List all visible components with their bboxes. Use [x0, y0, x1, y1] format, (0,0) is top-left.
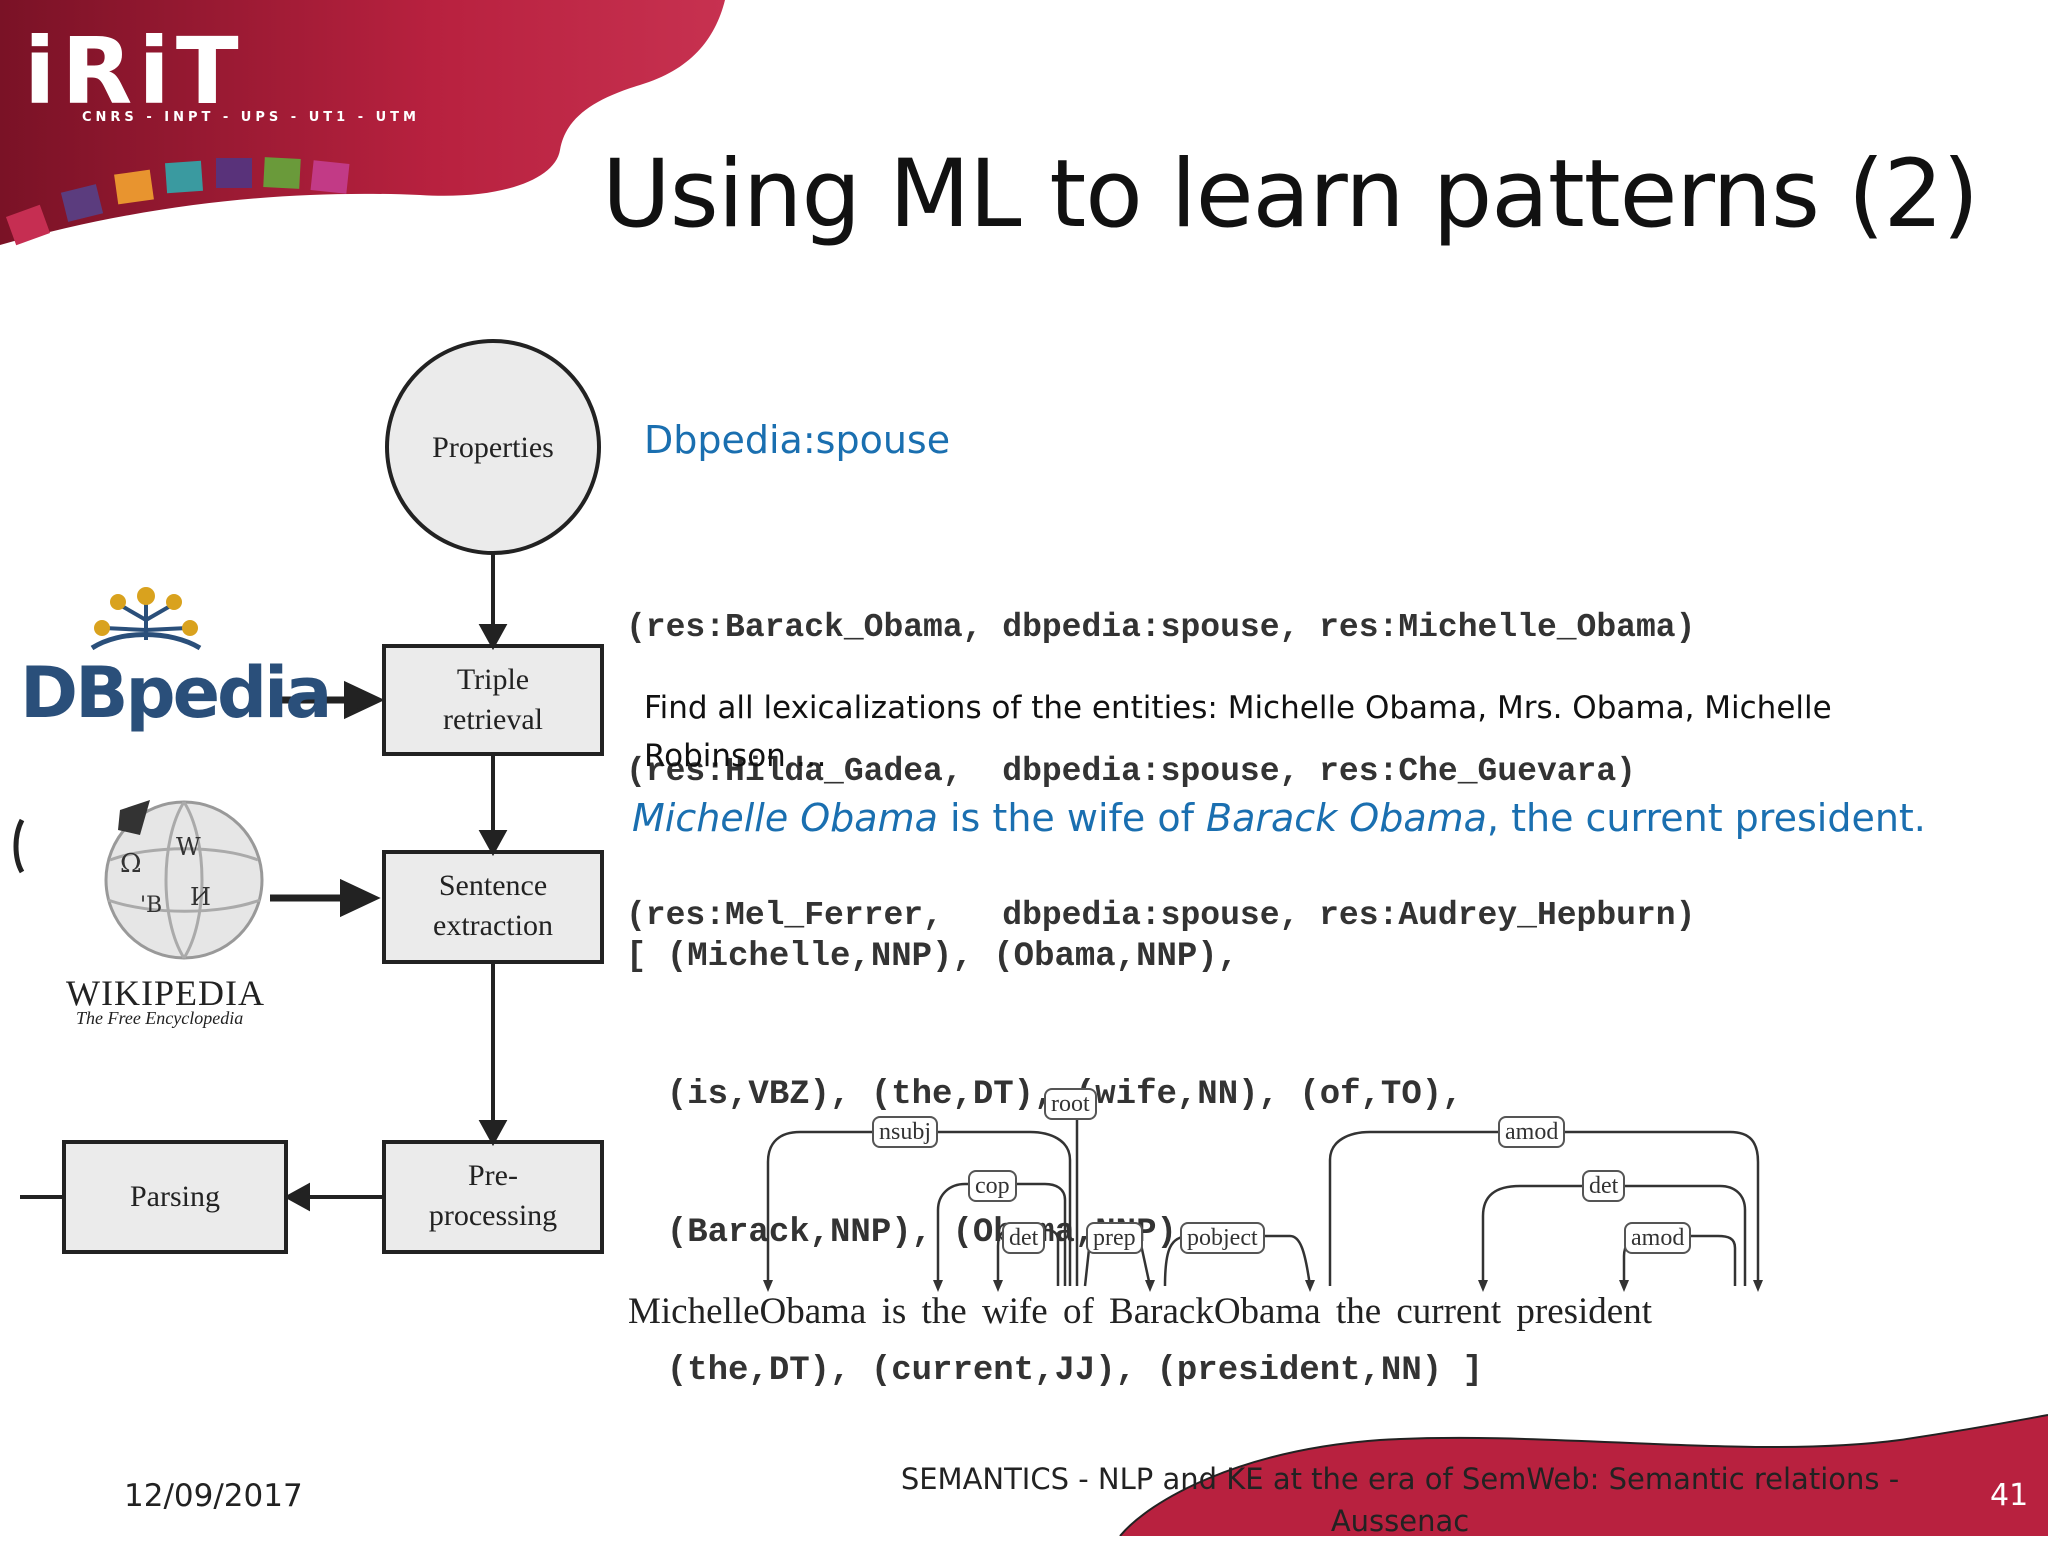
footer-date: 12/09/2017: [124, 1478, 303, 1514]
dbpedia-logo-icon: [90, 587, 202, 651]
sentence-entity1: Michelle Obama: [632, 796, 938, 840]
pos-line: [ (Michelle,NNP), (Obama,NNP),: [626, 938, 1239, 976]
property-heading: Dbpedia:spouse: [644, 418, 951, 462]
irit-logo: iRiT: [24, 18, 245, 125]
parsing-label: Parsing: [130, 1180, 220, 1213]
slide-title: Using ML to learn patterns (2): [601, 140, 1979, 249]
triple-line: (res:Hilda_Gadea, dbpedia:spouse, res:Ch…: [626, 753, 1636, 790]
irit-logo-subtitle: CNRS - INPT - UPS - UT1 - UTM: [82, 110, 420, 125]
lexicalization-text: Find all lexicalizations of the entities…: [644, 690, 1832, 774]
preprocessing-line1: Pre-: [468, 1159, 518, 1192]
sentence-extraction-line1: Sentence: [438, 869, 548, 902]
sentence-extraction-node: [382, 850, 604, 964]
flowchart: [62, 339, 604, 1254]
sentence-extraction-label: Sentence extraction: [384, 866, 602, 946]
sentence-entity2: Barack Obama: [1206, 796, 1487, 840]
dep-label-amod: amod: [1498, 1116, 1566, 1148]
footer-title: SEMANTICS - NLP and KE at the era of Sem…: [840, 1458, 1960, 1542]
pos-line: (Barack,NNP), (Obama,NNP),: [626, 1214, 1198, 1252]
parsing-node: [62, 1140, 288, 1254]
sentence-extraction-line2: extraction: [433, 909, 553, 942]
sentence-end: , the current president.: [1486, 796, 1926, 840]
preprocessing-label: Pre- processing: [384, 1156, 602, 1236]
triple-line: (res:Mel_Ferrer, dbpedia:spouse, res:Aud…: [626, 897, 1696, 934]
example-sentence: Michelle Obama is the wife of Barack Oba…: [632, 796, 1926, 840]
pos-tags: [ (Michelle,NNP), (Obama,NNP), (is,VBZ),…: [626, 842, 1483, 1440]
dep-label-pobject: pobject: [1180, 1222, 1265, 1254]
color-squares-icon: [5, 157, 350, 246]
footer-title-line2: Aussenac: [1330, 1504, 1470, 1538]
triple-retrieval-label: Triple retrieval: [384, 660, 602, 740]
dep-label-amod: amod: [1624, 1222, 1692, 1254]
preprocessing-node: [382, 1140, 604, 1254]
pos-line: (the,DT), (current,JJ), (president,NN) ]: [626, 1352, 1483, 1390]
dependency-arrowheads: [763, 1280, 1763, 1292]
dep-label-det: det: [1582, 1170, 1626, 1202]
triples-list: (res:Barack_Obama, dbpedia:spouse, res:M…: [626, 508, 1695, 988]
wikipedia-logo: WIKIPEDIA: [66, 973, 265, 1013]
sentence-middle: is the wife of: [937, 796, 1207, 840]
wikipedia-tagline: The Free Encyclopedia: [76, 1008, 244, 1028]
page-number: 41: [1990, 1478, 2029, 1513]
triple-retrieval-line2: retrieval: [443, 703, 543, 736]
svg-text:Ω: Ω: [120, 849, 142, 879]
triple-line: (res:Barack_Obama, dbpedia:spouse, res:M…: [626, 609, 1696, 646]
triple-retrieval-line1: Triple: [456, 663, 530, 696]
svg-text:W: W: [176, 833, 201, 861]
footer-title-line1: SEMANTICS - NLP and KE at the era of Sem…: [900, 1462, 1900, 1496]
dep-label-nsubj: nsubj: [872, 1116, 939, 1148]
svg-text:И: И: [190, 883, 211, 911]
svg-text:ꞌB: ꞌB: [140, 893, 162, 918]
dep-label-root: root: [1044, 1088, 1097, 1120]
flow-arrows: [20, 553, 508, 1212]
dbpedia-logo: DBpedia: [20, 652, 332, 734]
dependency-sentence: MichelleObama is the wife of BarackObama…: [628, 1291, 1653, 1332]
preprocessing-line2: processing: [428, 1199, 558, 1232]
dep-label-cop: cop: [968, 1170, 1017, 1202]
wikipedia-globe-icon: Ω W И ꞌB: [104, 800, 264, 960]
dep-label-prep: prep: [1086, 1222, 1143, 1254]
pos-line: (is,VBZ), (the,DT), (wife,NN), (of,TO),: [666, 1076, 1463, 1114]
dep-label-det: det: [1002, 1222, 1046, 1254]
properties-label: Properties: [432, 431, 554, 464]
